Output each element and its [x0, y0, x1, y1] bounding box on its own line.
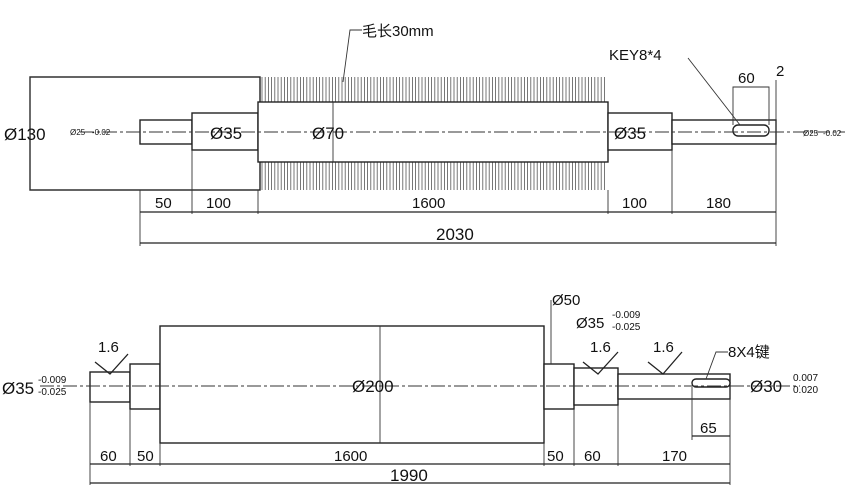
keyway-bottom — [691, 378, 731, 388]
dim-1600-bottom: 1600 — [334, 448, 367, 465]
key-leader-bottom — [705, 351, 728, 380]
dia-core: Ø70 — [312, 124, 344, 143]
roughness-1: 1.6 — [98, 339, 119, 356]
key-end: 2 — [776, 63, 784, 80]
bristles-top — [261, 77, 605, 102]
collar — [543, 363, 575, 410]
dia-roll: Ø130 — [4, 125, 46, 144]
left-journal — [89, 371, 131, 403]
dia-left-bottom: Ø35 — [2, 379, 34, 398]
dim-100-right: 100 — [622, 195, 647, 212]
bottom-roller-shaft: 1.6 1.6 1.6 Ø35 -0.009 -0.025 Ø200 Ø50 Ø… — [2, 292, 818, 485]
dim-170: 170 — [662, 448, 687, 465]
dia-bearing-left: Ø35 — [210, 124, 242, 143]
dia-right-tol: Ø25 — [803, 129, 819, 138]
dim-100-left: 100 — [206, 195, 231, 212]
key-leader — [687, 57, 741, 126]
bristle-leader — [342, 29, 362, 83]
dia-bearing-bottom: Ø35 — [576, 315, 604, 332]
dia-right-tol-small: -0.02 — [823, 129, 842, 138]
dia-left-tol: Ø25 — [70, 128, 86, 137]
key-label-bottom: 8X4键 — [728, 344, 770, 361]
bearing-seat — [573, 367, 619, 406]
bearing-seat-right — [607, 112, 673, 151]
dim-50: 50 — [155, 195, 172, 212]
dim-60-left: 60 — [100, 448, 117, 465]
key-label: KEY8*4 — [609, 47, 662, 64]
dia-right-tol-up: 0.007 — [793, 373, 818, 384]
dia-left-tol-low: -0.025 — [38, 387, 67, 398]
right-shaft-bottom — [617, 373, 731, 400]
key-length-bottom: 65 — [700, 420, 717, 437]
dim-50-right: 50 — [547, 448, 564, 465]
dia-left-tol-up: -0.009 — [38, 375, 67, 386]
dim-total-bottom: 1990 — [390, 466, 428, 485]
key-length: 60 — [738, 70, 755, 87]
dia-right-tol-low: 0.020 — [793, 385, 818, 396]
key-detail — [732, 86, 770, 125]
dia-right-bottom: Ø30 — [750, 377, 782, 396]
roughness-2: 1.6 — [590, 339, 611, 356]
roller-body — [159, 325, 545, 444]
dim-50-left: 50 — [137, 448, 154, 465]
bristle-length-note: 毛长30mm — [362, 23, 434, 40]
top-brush-roller: 毛长30mm KEY8*4 60 2 Ø130 Ø25 -0.02 Ø35 Ø7… — [4, 23, 845, 246]
roughness-symbol-1 — [94, 353, 129, 375]
dia-bearing-right: Ø35 — [614, 124, 646, 143]
roughness-symbol-2 — [582, 351, 619, 375]
bristles-bottom — [261, 162, 605, 190]
dia-bearing-tol-up: -0.009 — [612, 310, 641, 321]
dia-left-tol-small: -0.02 — [92, 128, 111, 137]
dim-total: 2030 — [436, 225, 474, 244]
dim-60-right: 60 — [584, 448, 601, 465]
left-neck — [129, 363, 161, 410]
roughness-3: 1.6 — [653, 339, 674, 356]
keyway-top — [732, 124, 770, 137]
dia-bearing-tol-low: -0.025 — [612, 322, 641, 333]
roughness-symbol-3 — [647, 351, 683, 375]
dia-collar: Ø50 — [552, 292, 580, 309]
dim-180: 180 — [706, 195, 731, 212]
dia-body: Ø200 — [352, 377, 394, 396]
dim-1600: 1600 — [412, 195, 445, 212]
bearing-seat-left — [191, 112, 259, 151]
